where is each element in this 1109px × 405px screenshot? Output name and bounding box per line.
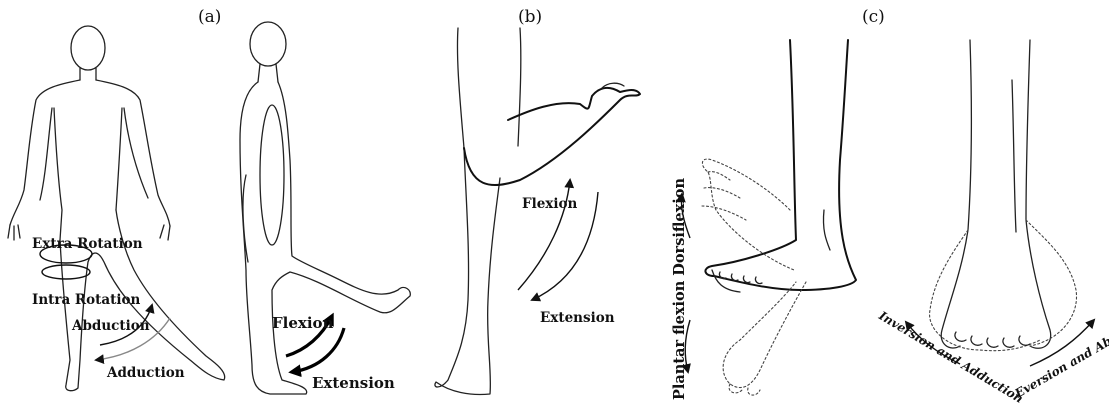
- side-body-figure: [240, 22, 410, 394]
- panel-c-tag: (c): [862, 7, 885, 27]
- label-flexion-hip: Flexion: [272, 314, 334, 332]
- panel-a: (a) Extra Rotation Intra Rotation Abduct…: [8, 7, 410, 394]
- panel-c: (c) Plantar flexion Dorsiflexion: [671, 7, 1109, 405]
- ankle-side-figure: [702, 40, 856, 395]
- label-inversion: Inversion and Adduction: [876, 308, 1026, 405]
- label-intra-rotation: Intra Rotation: [32, 292, 141, 308]
- label-abduction: Abduction: [71, 318, 150, 334]
- label-eversion: Eversion and Abduction: [1012, 308, 1109, 401]
- foot-front-figure: [930, 40, 1077, 351]
- label-extension-knee: Extension: [540, 310, 615, 326]
- label-flexion-knee: Flexion: [522, 196, 577, 212]
- panel-b: (b) Flexion Extension: [435, 7, 640, 395]
- label-extension-hip: Extension: [312, 374, 395, 392]
- front-body-figure: [8, 26, 225, 391]
- label-extra-rotation: Extra Rotation: [32, 236, 143, 252]
- label-adduction: Adduction: [106, 365, 185, 381]
- panel-a-tag: (a): [198, 7, 221, 27]
- label-plantar-dorsi: Plantar flexion Dorsiflexion: [671, 178, 688, 400]
- panel-b-tag: (b): [518, 7, 542, 27]
